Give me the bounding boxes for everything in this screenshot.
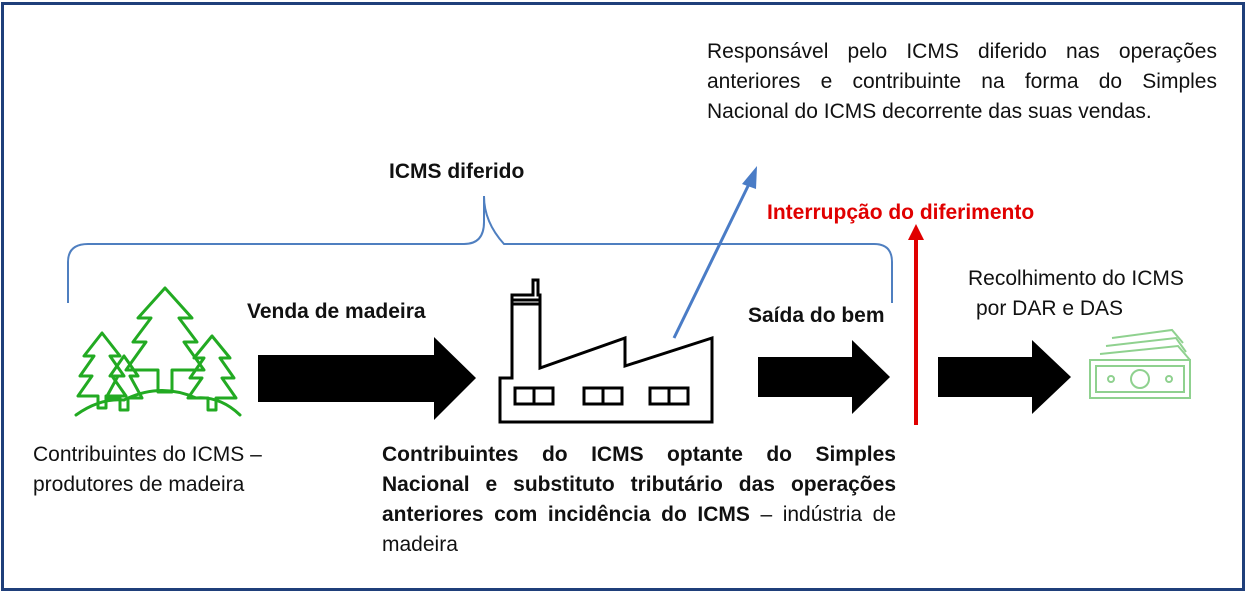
produtores-caption: Contribuintes do ICMS – produtores de ma… xyxy=(33,443,262,496)
industria-caption-bold: Contribuintes do ICMS optante do Simples… xyxy=(382,443,896,526)
industria-caption-rest: – indústria de madeira xyxy=(382,503,897,556)
interrupcao-label: Interrupção do diferimento xyxy=(767,201,1035,224)
brace-label: ICMS diferido xyxy=(389,160,525,183)
pointer-arrow xyxy=(672,183,751,339)
tree-cluster-icon xyxy=(74,286,242,417)
icms-diferido-brace xyxy=(67,195,893,303)
saida-label: Saída do bem xyxy=(748,304,885,327)
pointer-arrow-head xyxy=(742,166,757,189)
saida-arrow xyxy=(758,340,890,414)
recolhimento-label-line1: Recolhimento do ICMS xyxy=(968,267,1184,290)
venda-arrow xyxy=(258,337,476,420)
interruption-arrow-head xyxy=(908,224,924,240)
recolhimento-label-line2: por DAR e DAS xyxy=(976,297,1124,320)
money-bills-icon xyxy=(1089,328,1191,399)
venda-label: Venda de madeira xyxy=(247,300,426,323)
factory-icon xyxy=(498,278,714,424)
responsavel-note: Responsável pelo ICMS diferido nas opera… xyxy=(707,40,1217,123)
recolhimento-arrow xyxy=(938,340,1071,414)
industria-caption: Contribuintes do ICMS optante do Simples… xyxy=(382,440,896,560)
